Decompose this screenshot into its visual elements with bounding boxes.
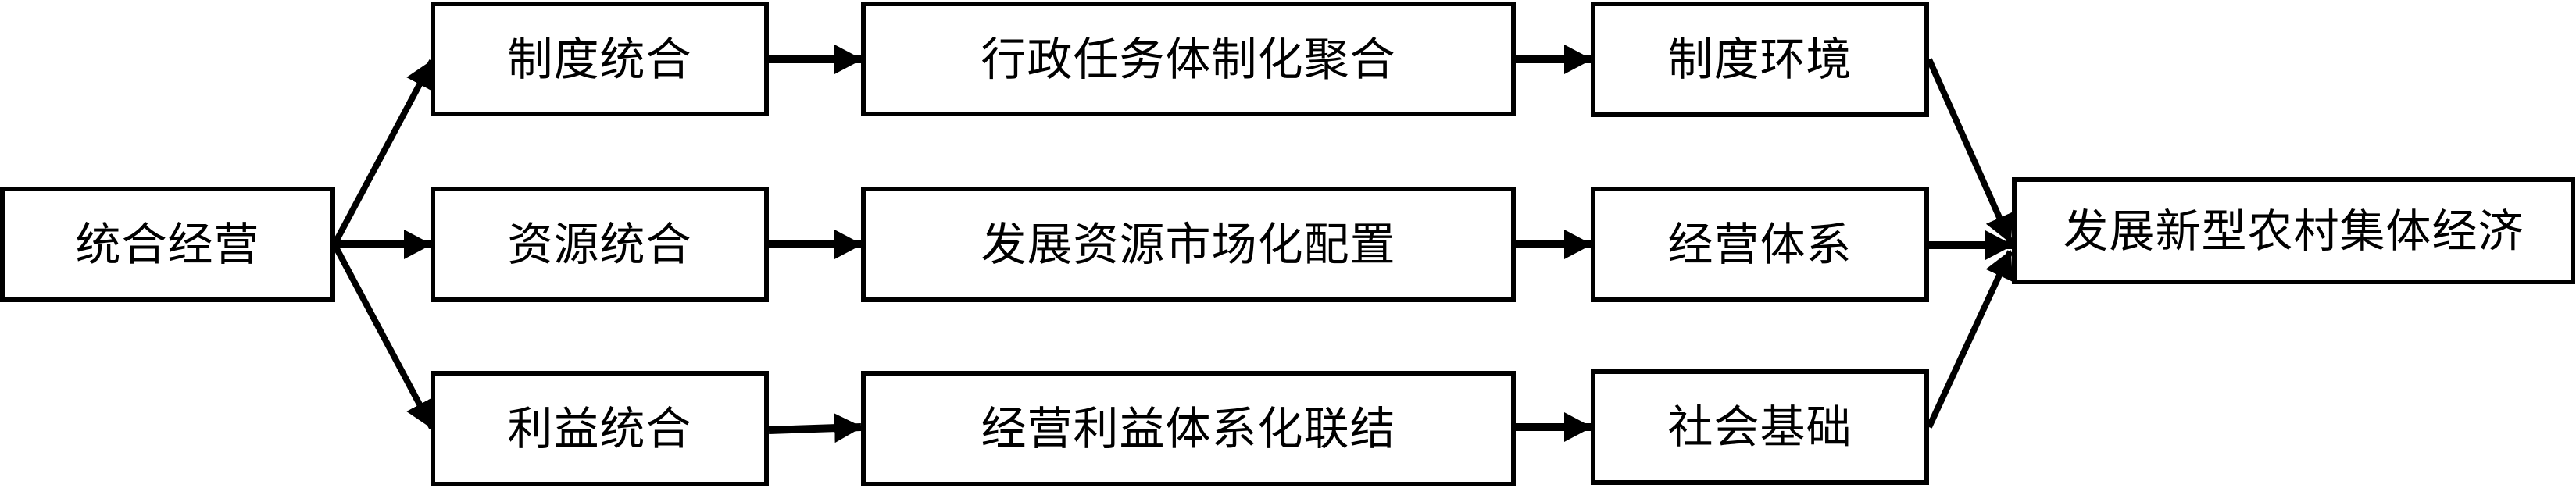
node-label: 制度环境 (1667, 33, 1853, 86)
edge-institutional-environment-to-target (1926, 58, 2013, 244)
node-institutional-environment: 制度环境 (1591, 2, 1929, 117)
node-business-system: 经营体系 (1591, 187, 1929, 302)
node-social-foundation: 社会基础 (1591, 369, 1929, 485)
node-interest-integration: 利益统合 (431, 371, 769, 486)
node-label: 行政任务体制化聚合 (981, 32, 1396, 86)
edge-source-to-interest-integration (331, 243, 435, 429)
node-label: 经营利益体系化联结 (981, 402, 1396, 455)
node-label: 利益统合 (507, 402, 692, 455)
edge-interest-to-systematic-linkage (768, 413, 863, 443)
node-label: 发展资源市场化配置 (981, 218, 1396, 271)
node-resource-integration: 资源统合 (431, 187, 769, 302)
node-label: 经营体系 (1667, 218, 1853, 271)
node-label: 发展新型农村集体经济 (2063, 204, 2524, 258)
node-source: 统合经营 (0, 187, 335, 302)
node-label: 统合经营 (75, 218, 260, 271)
node-label: 制度统合 (507, 32, 692, 86)
node-label: 资源统合 (507, 218, 692, 271)
node-label: 社会基础 (1667, 401, 1853, 454)
node-target: 发展新型农村集体经济 (2012, 177, 2575, 284)
edge-social-foundation-to-target (1926, 250, 2013, 429)
node-administrative-aggregation: 行政任务体制化聚合 (861, 2, 1516, 116)
node-systematic-linkage: 经营利益体系化联结 (861, 371, 1516, 486)
edge-source-to-institutional-integration (331, 59, 435, 246)
node-institutional-integration: 制度统合 (431, 2, 769, 116)
node-market-allocation: 发展资源市场化配置 (861, 187, 1516, 302)
